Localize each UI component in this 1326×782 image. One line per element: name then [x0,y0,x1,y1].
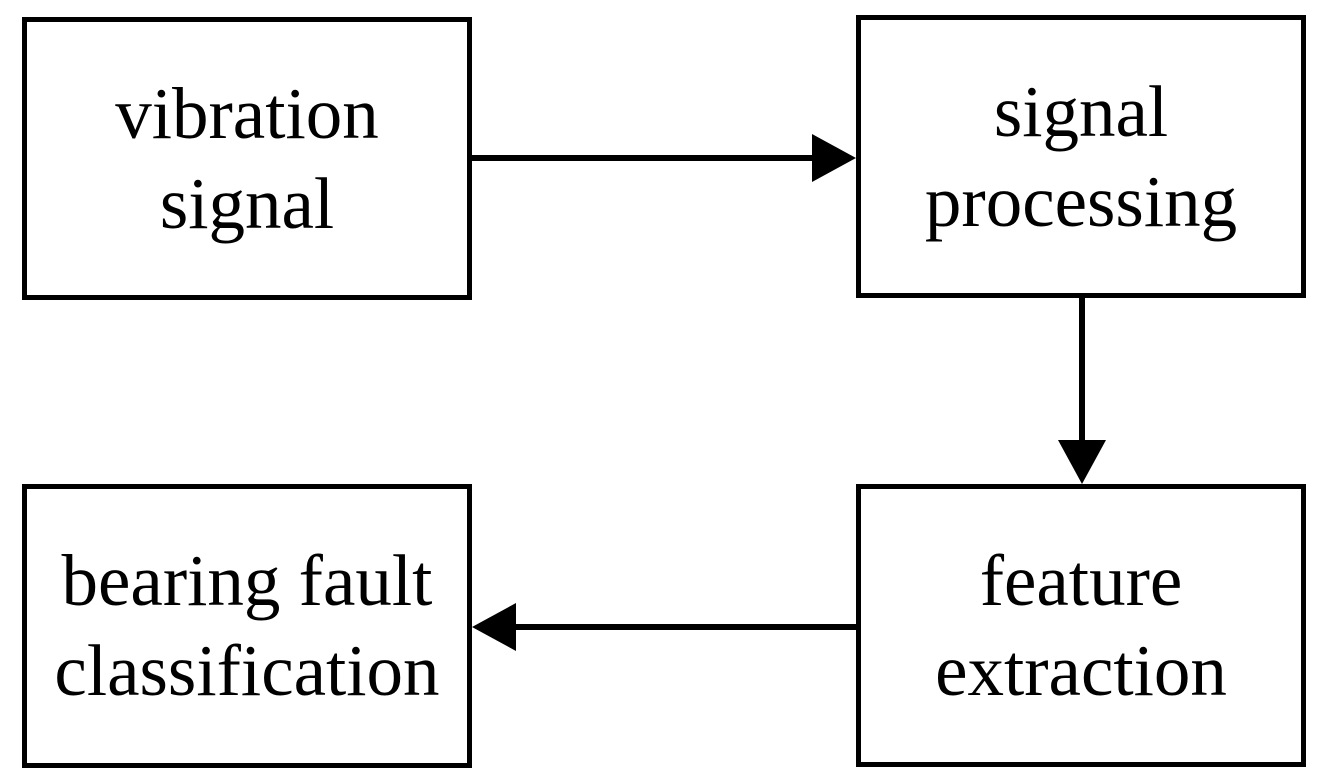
node-bearing-fault-classification: bearing fault classification [22,484,472,768]
node-label-line: extraction [935,629,1227,711]
node-vibration-signal: vibration signal [22,17,472,300]
arrow-processing-to-extraction [1058,297,1106,484]
arrow-extraction-to-classification [472,603,856,651]
node-feature-extraction: feature extraction [856,484,1306,767]
arrow-vibration-to-processing [472,134,856,182]
node-label-line: feature [979,539,1183,621]
node-label-line: vibration [115,72,379,154]
node-label-line: classification [54,630,440,711]
node-label-line: signal [159,162,335,244]
node-label-line: signal [993,70,1169,152]
node-label-line: processing [924,160,1238,242]
node-signal-processing: signal processing [856,15,1306,298]
node-label-line: bearing fault [61,540,433,621]
